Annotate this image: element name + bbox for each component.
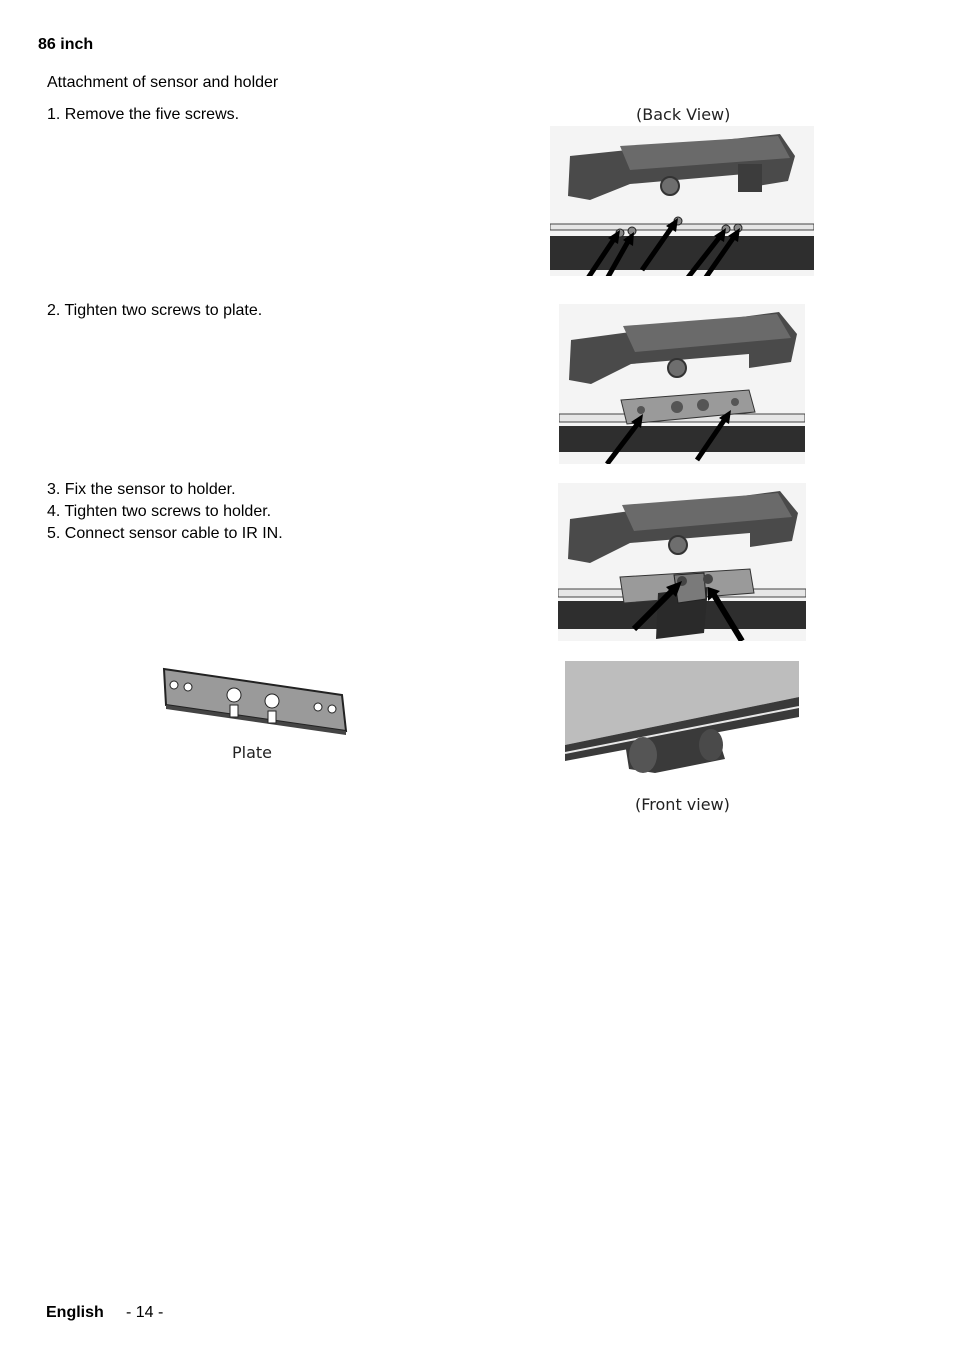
front-view-caption: (Front view) (635, 795, 730, 814)
sensor-holder-illustration (558, 483, 806, 641)
footer-page-number: - 14 - (126, 1304, 164, 1321)
step-4-text: 4. Tighten two screws to holder. (47, 503, 272, 520)
step-2-text: 2. Tighten two screws to plate. (47, 302, 263, 319)
plate-illustration (162, 667, 348, 735)
step-1-text: 1. Remove the five screws. (47, 106, 240, 123)
footer-language: English (46, 1304, 104, 1321)
section-subheading: Attachment of sensor and holder (47, 74, 279, 91)
back-view-caption: (Back View) (636, 105, 731, 124)
step-3-text: 3. Fix the sensor to holder. (47, 481, 236, 498)
plate-screws-illustration (559, 304, 805, 464)
section-heading: 86 inch (38, 36, 94, 53)
front-view-illustration (565, 661, 799, 773)
plate-caption: Plate (232, 743, 273, 762)
remove-screws-illustration (550, 126, 814, 276)
step-5-text: 5. Connect sensor cable to IR IN. (47, 525, 283, 542)
